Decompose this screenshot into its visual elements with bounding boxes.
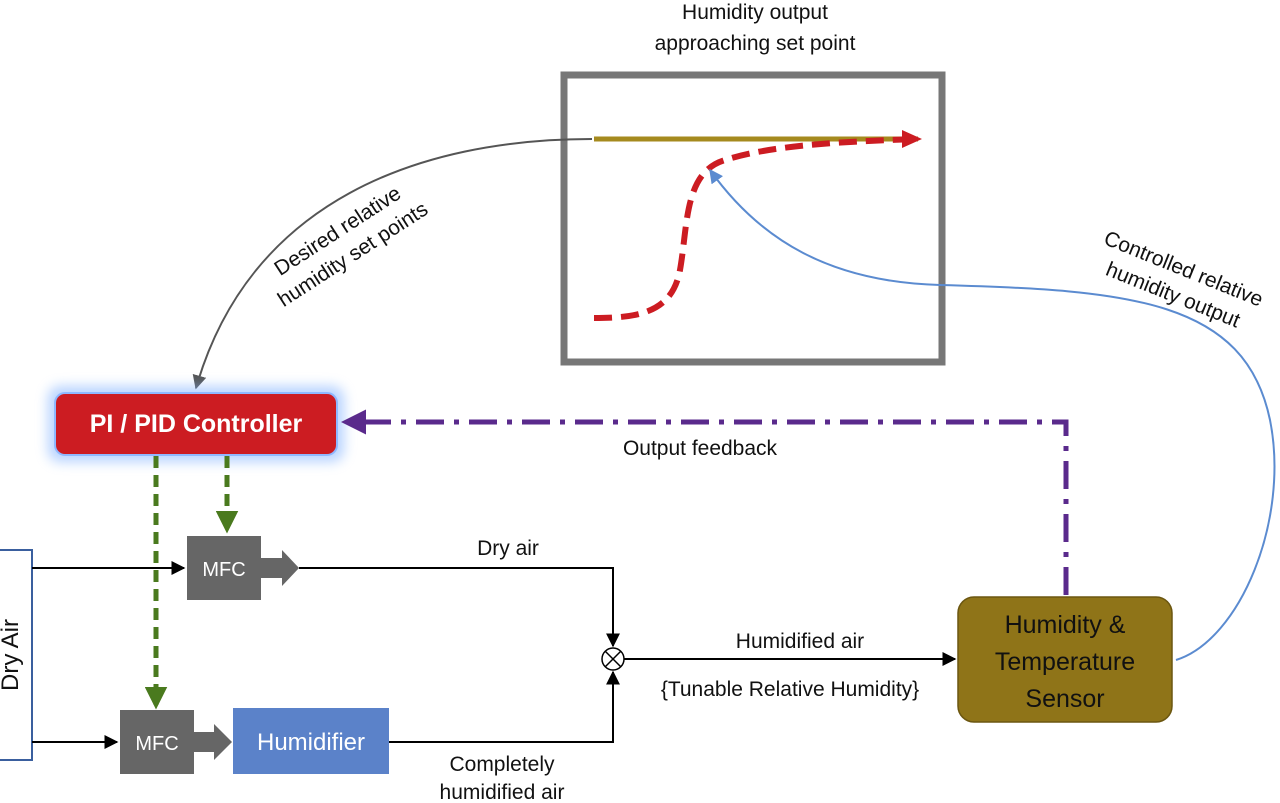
mfc-top-arrow-icon	[260, 550, 299, 586]
controller-block: PI / PID Controller	[48, 386, 344, 462]
dry-air-source: Dry Air	[0, 549, 33, 761]
sensor-label-line3: Sensor	[1025, 685, 1104, 713]
humidifier-label: Humidifier	[257, 729, 365, 756]
sensor-label-line1: Humidity &	[1005, 611, 1126, 639]
humidified-line	[389, 670, 620, 743]
controlled-output-arrow	[709, 168, 1276, 661]
dry-air-source-label: Dry Air	[0, 619, 24, 691]
mfc-top-label: MFC	[202, 559, 245, 581]
plot-title-line2: approaching set point	[655, 32, 856, 55]
sensor-block: Humidity & Temperature Sensor	[957, 596, 1173, 723]
controller-label: PI / PID Controller	[90, 410, 303, 438]
dry-air-label: Dry air	[477, 537, 539, 560]
mfc-top-block: MFC	[187, 536, 299, 600]
humidity-response-curve	[593, 136, 919, 321]
humidifier-block: Humidifier	[233, 708, 389, 774]
mfc-bottom-block: MFC	[120, 710, 232, 774]
plot-title-line1: Humidity output	[682, 1, 828, 24]
sensor-label-line2: Temperature	[995, 648, 1135, 676]
setpoint-arrow	[192, 138, 593, 390]
completely-label-line2: humidified air	[440, 781, 565, 803]
mfc-bottom-label: MFC	[135, 733, 178, 755]
plot-box: Humidity output approaching set point	[560, 1, 946, 366]
response-arrowhead	[902, 130, 922, 148]
controlled-label: Controlled relative humidity output	[1101, 227, 1267, 333]
completely-label-line1: Completely	[449, 753, 555, 776]
feedback-line	[341, 409, 1069, 595]
humidified-air-label: Humidified air	[736, 630, 864, 653]
mixing-junction-icon	[601, 647, 625, 671]
mfc-bottom-arrow-icon	[193, 724, 232, 760]
output-feedback-label: Output feedback	[623, 437, 778, 460]
dry-air-line	[299, 567, 620, 648]
tunable-label: {Tunable Relative Humidity}	[661, 678, 919, 701]
